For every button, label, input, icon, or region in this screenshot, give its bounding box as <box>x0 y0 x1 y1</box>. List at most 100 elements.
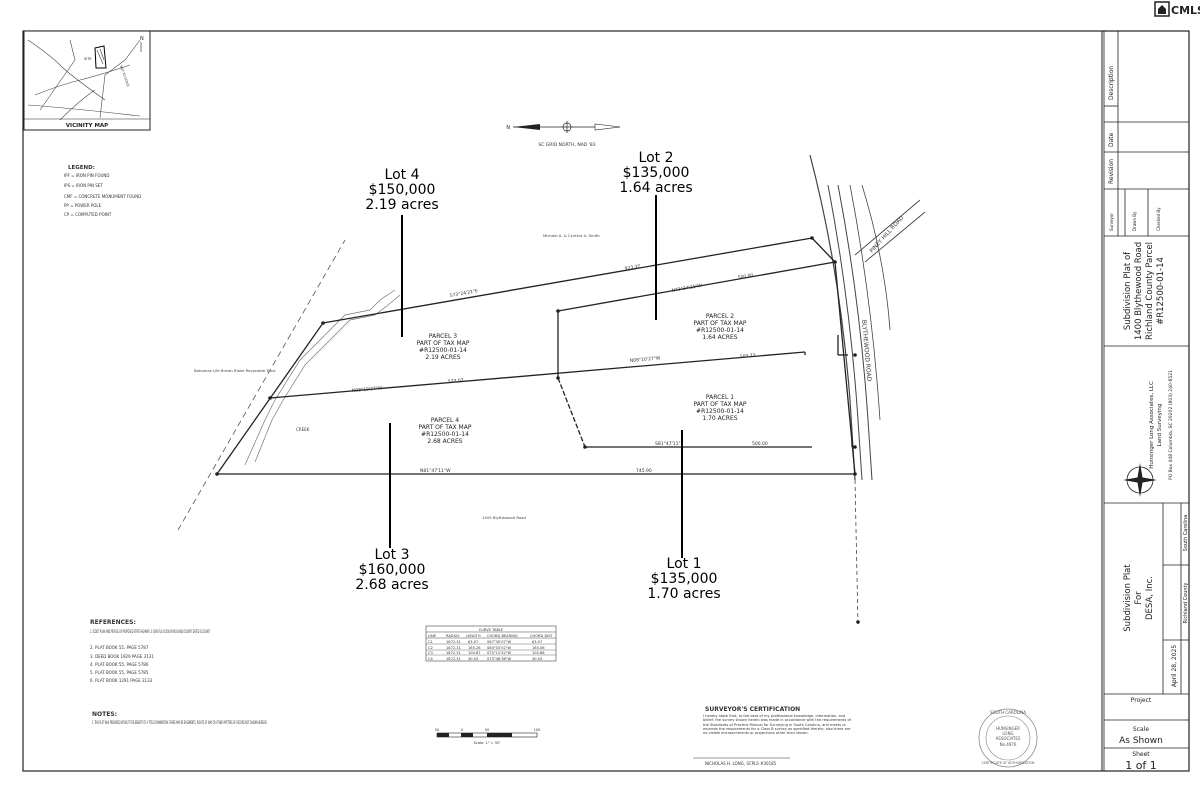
scale-bar-label: 100 <box>534 728 542 732</box>
curve-table-cell: 1872.31 <box>446 640 461 644</box>
bearing-bottom-dist: 745.90 <box>636 468 652 474</box>
parcel-4-line3: #R12500-01-14 <box>421 431 469 438</box>
seal-line2: LONG <box>1002 731 1013 736</box>
title-block-scale-value: As Shown <box>1119 736 1163 746</box>
parcel-4-line1: PARCEL 4 <box>431 417 459 424</box>
curve-table-cell: 63.07 <box>532 640 542 644</box>
bearing-top: S73°24'21"E <box>449 288 478 299</box>
references: REFERENCES: 1. SCDOT PLAN AND PROFILE OF… <box>90 619 210 683</box>
curve-table: CURVE TABLE LINE RADIUS LENGTH CHORD BEA… <box>425 625 557 662</box>
lot-acres: 1.70 acres <box>647 586 721 602</box>
curve-table-cell: 165.26 <box>468 646 481 650</box>
lot-price: $160,000 <box>358 562 426 578</box>
legend-item: IPS = IRON PIN SET <box>64 183 103 188</box>
vicinity-map: SITE N NOT TO SCALE VICINITY MAP <box>23 30 151 131</box>
parcel-3-line1: PARCEL 3 <box>429 333 457 340</box>
piney-hill-road-label: PINEY HILL ROAD <box>869 215 905 254</box>
parcel-1-line4: 1.70 ACRES <box>702 415 737 422</box>
parcel-1-line3: #R12500-01-14 <box>696 408 744 415</box>
certification-signature: NICHOLAS H. LONG, SCPLS #30185 <box>705 761 777 766</box>
lot-name: Lot 1 <box>666 556 702 572</box>
svg-text:CMLS: CMLS <box>1171 4 1200 17</box>
plat-title-line: #R12500-01-14 <box>1156 257 1166 325</box>
legend-item: IPF = IRON PIN FOUND <box>64 173 109 178</box>
bearing-bottom: N81°47'11"W <box>420 468 451 474</box>
reference-item: 1. SCDOT PLAN AND PROFILE OF PROPOSED ST… <box>90 629 210 634</box>
plat-title-line: Richland County Parcel <box>1145 242 1155 340</box>
boundary-monuments <box>215 236 860 624</box>
curve-table-cell: S67°30'07"W <box>487 640 511 644</box>
firm-subtitle: Land Surveying <box>1157 404 1163 447</box>
title-block-text: Revision Date Description Surveyor Drawn… <box>1108 66 1189 772</box>
bearing-p1-bottom-dist: 500.00 <box>752 441 768 447</box>
surveyor-seal: SOUTH CAROLINA HUNSINGER LONG ASSOCIATES… <box>978 708 1038 768</box>
reference-item: 2. PLAT BOOK 55, PAGE 5787 <box>90 645 149 650</box>
title-block-role: Drawn By <box>1132 211 1137 231</box>
parcel-labels: PARCEL 3 PART OF TAX MAP #R12500-01-14 2… <box>417 313 747 445</box>
title-block-sheet-value: 1 of 1 <box>1125 759 1157 772</box>
parcel-2-line2: PART OF TAX MAP <box>694 320 747 327</box>
title-block-header: Date <box>1108 132 1115 147</box>
curve-table-title: CURVE TABLE <box>479 628 504 632</box>
title-block-date: April 28, 2025 <box>1171 645 1178 688</box>
plat-title-line: Subdivision Plat of <box>1123 251 1133 330</box>
curve-table-header: RADIUS <box>446 634 460 638</box>
bearing-p1-bottom: S81°47'11"E <box>655 441 684 447</box>
lot-price: $135,000 <box>622 165 690 181</box>
lot-price: $135,000 <box>650 571 718 587</box>
curve-table-cell: 100.67 <box>468 651 481 655</box>
title-block-project-label: Project <box>1131 697 1152 704</box>
curve-table-cell: C3 <box>428 651 433 655</box>
blythewood-road <box>809 154 891 626</box>
title-block-role: Surveyor <box>1109 213 1114 231</box>
bearing-mid2: N08°10'27"W <box>352 385 384 394</box>
curve-table-cell: S73°48'36"W <box>487 657 511 661</box>
plat-title-line: 1400 Blythewood Road <box>1134 242 1144 340</box>
parcel-2-line1: PARCEL 2 <box>706 313 734 320</box>
parcel-3-line2: PART OF TAX MAP <box>417 340 470 347</box>
title-block-state: South Carolina <box>1183 515 1189 552</box>
curve-table-header: CHORD BEARING <box>487 634 518 638</box>
curve-table-cell: C1 <box>428 640 433 644</box>
reference-item: 6. PLAT BOOK 1291 PAGE 3133 <box>90 678 153 683</box>
reference-item: 4. PLAT BOOK 55, PAGE 5786 <box>90 662 149 667</box>
note-item: 1. THIS PLAT WAS PREPARED WITHOUT THE BE… <box>92 720 267 725</box>
parcel-1-line2: PART OF TAX MAP <box>694 401 747 408</box>
parcel-2-line4: 1.64 ACRES <box>702 334 737 341</box>
title-block-scale-label: Scale <box>1133 726 1149 733</box>
legend-item: CP = COMPUTED POINT <box>64 212 112 217</box>
north-arrow: N SC GRID NORTH, NAD '83 <box>506 121 621 148</box>
certification-title: SURVEYOR'S CERTIFICATION <box>705 706 800 713</box>
bearing-mid1: N08°10'27"W <box>630 355 662 364</box>
lot-acres: 2.68 acres <box>355 577 429 593</box>
cmls-watermark-logo: CMLS <box>1154 0 1200 20</box>
seal-line3: ASSOCIATES <box>996 736 1021 741</box>
parcel-3-line4: 2.19 ACRES <box>425 354 460 361</box>
title-block-header: Revision <box>1108 159 1115 184</box>
lot-acres: 1.64 acres <box>619 180 693 196</box>
bearing-mid1-dist: 503.72 <box>740 353 756 360</box>
bearing-mid2-dist: 533.07 <box>448 378 464 385</box>
curve-table-header: LINE <box>428 634 437 638</box>
parcel-1-line1: PARCEL 1 <box>706 394 734 401</box>
legend-title: LEGEND: <box>68 165 95 171</box>
firm-address: PO Box 448 Columbia, SC 29202 (803) 240-… <box>1168 370 1174 480</box>
scale-bar: 50 0 50 100 Scale: 1" = 50' <box>435 728 541 745</box>
seal-line1: HUNSINGER <box>996 726 1020 731</box>
seal-number: No.4976 <box>1000 742 1017 747</box>
adjoiner-labels: Michael A. & Cynthia A. Smith Bahamas Li… <box>194 233 600 520</box>
vicinity-map-site-label: SITE <box>84 57 92 61</box>
reference-item: 3. DEED BOOK 1929 PAGE 3131 <box>90 654 154 659</box>
lot-price: $150,000 <box>368 182 436 198</box>
title-block-role: Checked By <box>1156 207 1161 231</box>
seal-top: SOUTH CAROLINA <box>990 710 1026 715</box>
curve-table-header: CHORD DIST <box>530 634 554 638</box>
north-arrow-caption: SC GRID NORTH, NAD '83 <box>538 142 595 148</box>
curve-table-cell: 1872.31 <box>446 646 461 650</box>
svg-text:N: N <box>506 125 510 131</box>
parcel-2-line3: #R12500-01-14 <box>696 327 744 334</box>
parcel-4-line4: 2.68 ACRES <box>427 438 462 445</box>
curve-table-cell: 63.07 <box>468 640 478 644</box>
